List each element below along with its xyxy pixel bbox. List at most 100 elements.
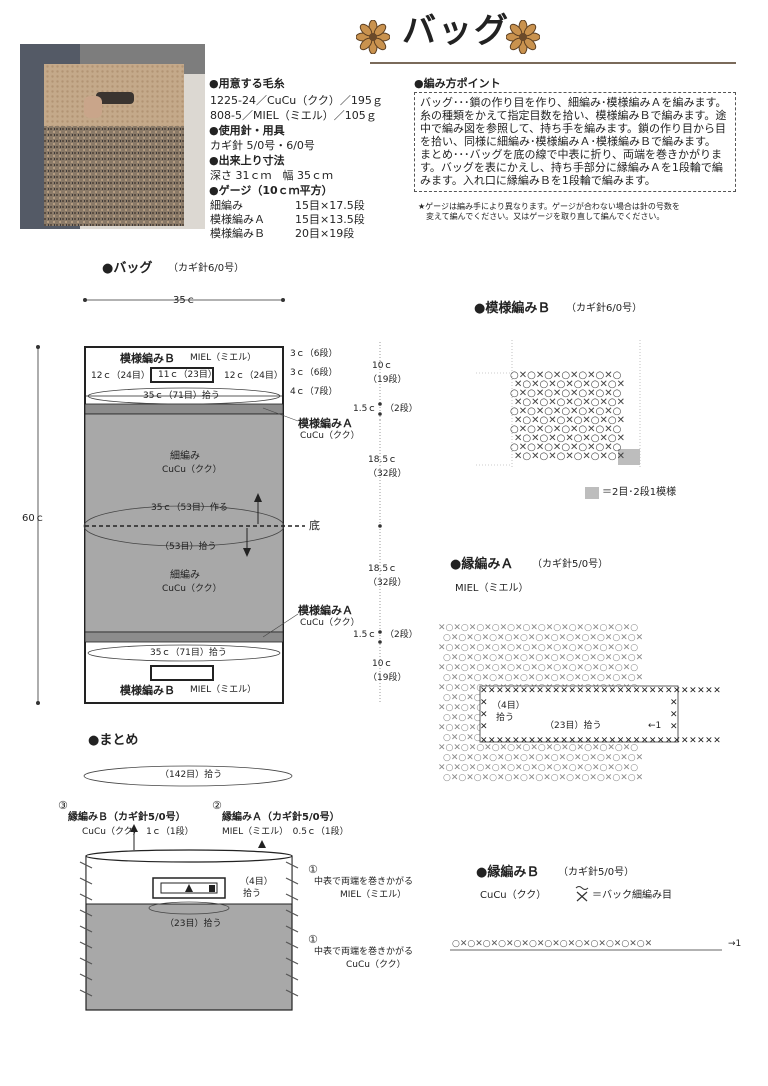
edge-a-start: ←1 (648, 721, 662, 731)
whip-a-1: 中表で両端を巻きかがる (314, 877, 414, 887)
stitch-symbol: ○✕○✕○✕○✕○✕○✕○✕○✕○✕○✕○✕○✕○✕ (443, 673, 643, 683)
points-line: バッグ･･･鎖の作り目を作り、細編み･模様編みＡを編みます。 (420, 96, 727, 109)
height-label: 60ｃ (22, 513, 45, 524)
top-pattern-b: 模様編みＢ (120, 352, 175, 365)
pattern-b-heading: ●模様編みＢ (474, 301, 551, 316)
svg-text:✕✕✕✕✕✕✕✕✕✕✕✕✕✕✕✕✕✕✕✕✕✕✕✕✕✕✕✕✕✕: ✕✕✕✕✕✕✕✕✕✕✕✕✕✕✕✕✕✕✕✕✕✕✕✕✕✕✕✕✕✕ (480, 736, 721, 746)
right-3c: 3ｃ（6段） (290, 368, 338, 378)
gauge-value-2: 15目×13.5段 (295, 213, 365, 226)
yarn-heading: ●用意する毛糸 (209, 77, 285, 90)
stitch-symbol: ✕○✕○✕○✕○✕○✕○✕○✕○✕○✕○✕○✕○✕○ (438, 743, 638, 753)
sc-top-yarn: CuCu（クク） (162, 465, 222, 475)
legend-swatch (585, 487, 599, 499)
left-12c: 12ｃ（24目） (91, 371, 150, 381)
finishing-pick-142: （142目）拾う (160, 770, 223, 780)
width-label: 35ｃ (173, 295, 196, 306)
stitch-symbol: ○✕○✕○✕○✕○✕○✕○✕○✕○✕○✕○✕○✕○✕ (452, 939, 652, 949)
edge-a-title: 縁編みＡ（カギ針5/0号） (222, 812, 340, 823)
right-12c: 12ｃ（24目） (224, 371, 283, 381)
num-1b: ① (308, 933, 318, 946)
num-2: ② (212, 799, 222, 812)
edge-a-yarn: MIEL（ミエル） (455, 583, 529, 594)
edge-b-start: →1 (728, 939, 742, 949)
stitch-symbol: ✕○✕○✕○✕○✕○✕○✕○✕○✕○✕○✕○✕○✕○ (438, 763, 638, 773)
finishing-pick-4: （4目） (240, 877, 273, 887)
num-1a: ① (308, 863, 318, 876)
title-rule (370, 62, 736, 64)
back-sc-icon (575, 886, 589, 902)
gauge-note: ★ゲージは編み手により異なります。ゲージが合わない場合は針の号数を (418, 202, 680, 211)
sc-bottom-yarn: CuCu（クク） (162, 584, 222, 594)
measure-32: （32段） (368, 578, 407, 588)
pick-71-bottom: 35ｃ（71目）拾う (150, 648, 227, 658)
stitch-symbol: ✕○✕○✕○✕○✕○✕○✕ (514, 379, 625, 390)
points-line: を拾い、同様に細編み･模様編みＡ･模様編みＢで編みます。 (420, 135, 716, 148)
gauge-name-1: 細編み (210, 199, 243, 212)
edge-b-hook: （カギ針5/0号） (558, 867, 635, 878)
size-line: 深さ 31ｃｍ 幅 35ｃｍ (210, 169, 333, 182)
stitch-symbol: ✕○✕○✕○✕○✕○✕○✕ (514, 451, 625, 462)
whip-b-1: 中表で両端を巻きかがる (314, 947, 414, 957)
finishing-pick-4b: 拾う (243, 889, 262, 899)
edge-a-heading: ●縁編みＡ (450, 557, 514, 572)
gauge-heading: ●ゲージ（10ｃｍ平方） (209, 184, 333, 197)
measure-2: （2段） (385, 404, 418, 414)
flower-icon (506, 20, 540, 54)
bag-hook: （カギ針6/0号） (168, 263, 245, 274)
top-miel: MIEL（ミエル） (190, 353, 257, 363)
stitch-symbol: ○✕○✕○✕○✕○✕○✕○ (510, 442, 621, 453)
bottom-label: 底 (309, 519, 320, 532)
cucu-bottom: CuCu（クク） (300, 618, 360, 628)
gauge-name-3: 模様編みＢ (210, 227, 265, 240)
points-line: みます。入れ口に縁編みＢを1段輪で編みます。 (420, 174, 656, 187)
pattern-b-chart: ○✕○✕○✕○✕○✕○✕○✕○✕○✕○✕○✕○✕○✕○✕○✕○✕○✕○✕○✕○✕… (476, 340, 641, 468)
finishing-diagram (79, 765, 299, 1011)
sc-top: 細編み (170, 451, 200, 462)
cucu-top: CuCu（クク） (300, 431, 360, 441)
svg-text:✕✕✕✕✕✕✕✕✕✕✕✕✕✕✕✕✕✕✕✕✕✕✕✕✕✕✕✕✕✕: ✕✕✕✕✕✕✕✕✕✕✕✕✕✕✕✕✕✕✕✕✕✕✕✕✕✕✕✕✕✕ (480, 686, 721, 696)
whip-b-2: CuCu（クク） (346, 960, 406, 970)
stitch-symbol: ○✕○✕○✕○✕○✕○✕○✕○✕○✕○✕○✕○✕○✕ (443, 773, 643, 783)
page-title: バッグ (402, 11, 510, 51)
svg-text:✕: ✕ (480, 722, 488, 732)
stitch-symbol: ○✕○✕○✕○✕○✕○✕○✕○✕○✕○✕○✕○✕○✕ (443, 633, 643, 643)
right-3c: 3ｃ（6段） (290, 349, 338, 359)
stitch-symbol: ✕○✕○✕○✕○✕○✕○✕○✕○✕○✕○✕○✕○✕○ (438, 663, 638, 673)
pattern-a-top: 模様編みＡ (298, 417, 353, 430)
edge-b-yarn: CuCu（クク） (480, 890, 547, 901)
flower-icon (356, 20, 390, 54)
edge-b-chart: ○✕○✕○✕○✕○✕○✕○✕○✕○✕○✕○✕○✕○✕ (450, 939, 722, 951)
points-line: す。バッグを表にかえし、持ち手部分に縁編みＡを1段輪で編 (420, 161, 723, 174)
points-heading: ●編み方ポイント (414, 77, 501, 90)
handle-11c: 11ｃ（23目） (158, 370, 217, 380)
edge-b-spec: CuCu（クク） 1ｃ（1段） (82, 827, 194, 837)
stitch-symbol: ○✕○✕○✕○✕○✕○✕○✕○✕○✕○✕○✕○✕○✕ (443, 753, 643, 763)
size-heading: ●出来上り寸法 (209, 154, 285, 167)
gauge-note: 変えて編んでください。又はゲージを取り直して編んでください。 (418, 212, 665, 221)
stitch-symbol: ✕○✕○✕○✕○✕○✕○✕○✕○✕○✕○✕○✕○✕○ (438, 643, 638, 653)
stitch-symbol: ○✕○✕○✕○✕○✕○✕○ (510, 424, 621, 435)
finishing-heading: ●まとめ (88, 733, 139, 748)
svg-text:✕: ✕ (480, 710, 488, 720)
measure-10c: 10ｃ (372, 659, 393, 669)
measure-15c: 1.5ｃ (353, 404, 377, 414)
edge-a-hook: （カギ針5/0号） (532, 559, 609, 570)
measure-15c: 1.5ｃ (353, 630, 377, 640)
pattern-a-bottom: 模様編みＡ (298, 604, 353, 617)
bottom-pattern-b: 模様編みＢ (120, 684, 175, 697)
edge-a-pick-4: （4目） (492, 701, 525, 711)
points-line: まとめ･･･バッグを底の線で中表に折り、両端を巻きかがりま (420, 148, 723, 161)
svg-text:✕: ✕ (670, 698, 678, 708)
measure-185: 18.5ｃ (368, 455, 398, 465)
gauge-value-1: 15目×17.5段 (295, 199, 365, 212)
points-line: 中で編み図を参照して、持ち手を編みます。鎖の作り目から目 (420, 122, 727, 135)
measure-19: （19段） (368, 375, 407, 385)
edge-a-spec: MIEL（ミエル） 0.5ｃ（1段） (222, 827, 349, 837)
sc-bottom: 細編み (170, 570, 200, 581)
bottom-miel: MIEL（ミエル） (190, 685, 257, 695)
stitch-symbol: ✕○✕○✕○✕○✕○✕○✕ (514, 397, 625, 408)
gauge-value-3: 20目×19段 (295, 227, 355, 240)
bag-diagram (36, 298, 382, 705)
gauge-name-2: 模様編みＡ (210, 213, 265, 226)
measure-32: （32段） (368, 469, 407, 479)
